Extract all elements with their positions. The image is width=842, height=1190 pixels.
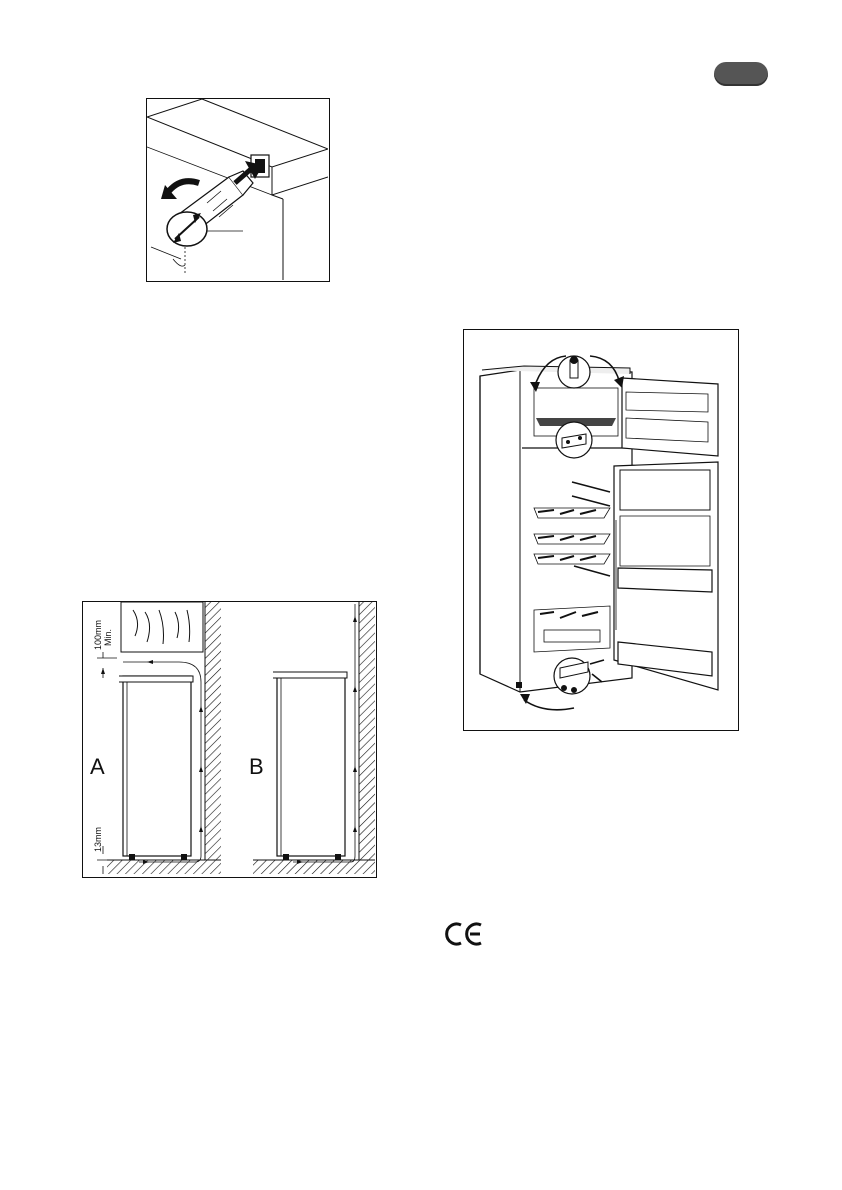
top-clearance-value: 100mm <box>93 620 103 650</box>
clearance-diagram-figure: A B 100mm Min. 13mm <box>82 601 377 878</box>
door-reversal-figure <box>463 329 739 731</box>
scenario-b-label: B <box>249 754 264 780</box>
clearance-diagram-drawing <box>83 602 375 876</box>
fitting-detail-figure <box>146 98 330 282</box>
door-reversal-drawing <box>464 330 737 729</box>
scenario-a-label: A <box>90 754 105 780</box>
language-tab-badge <box>714 62 768 86</box>
ce-mark-icon: CE <box>444 919 484 949</box>
fitting-detail-drawing <box>147 99 328 280</box>
bottom-clearance-value: 13mm <box>93 827 103 852</box>
top-clearance-min: Min. <box>103 629 113 646</box>
